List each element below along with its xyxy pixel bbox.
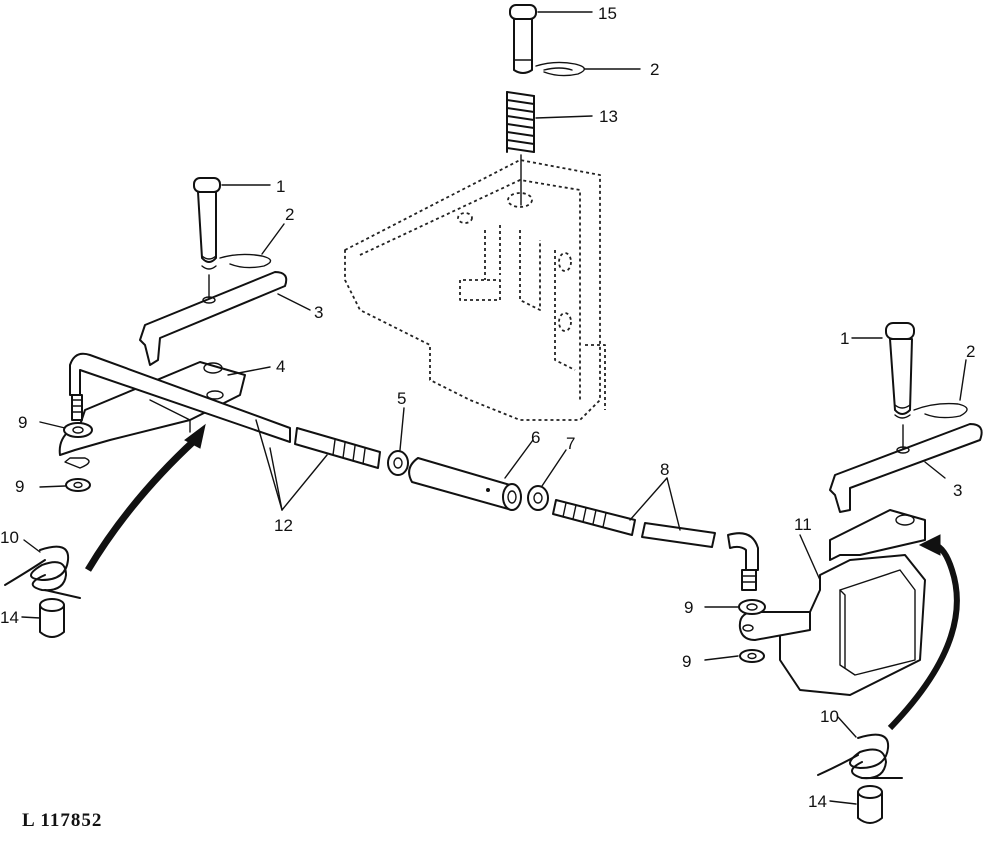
top-pin-assembly	[506, 4, 585, 206]
right-spring-10	[817, 733, 903, 780]
left-spring-10	[4, 545, 81, 599]
right-arrow	[887, 534, 960, 731]
left-rod-12	[69, 352, 291, 443]
callout-10-right: 10	[820, 707, 839, 726]
right-bracket-11	[738, 509, 926, 696]
right-washers-9	[738, 599, 766, 663]
right-rod-8	[552, 499, 759, 591]
right-sleeve-14	[857, 785, 883, 824]
callout-4: 4	[276, 357, 285, 376]
callout-1-right: 1	[840, 329, 849, 348]
callouts: 15 2 13 1 2 3 4 9 9 10 14 12 5 6 7 8 1 2…	[0, 4, 975, 811]
center-rod-12	[294, 427, 381, 469]
callout-6: 6	[531, 428, 540, 447]
callout-9-left-b: 9	[15, 477, 24, 496]
nut-5	[387, 450, 409, 476]
callout-2-right: 2	[966, 342, 975, 361]
callout-7: 7	[566, 434, 575, 453]
callout-9-right-b: 9	[682, 652, 691, 671]
callout-14-right: 14	[808, 792, 827, 811]
coupling-6	[408, 457, 522, 511]
left-arrow	[84, 423, 206, 572]
callout-2-left: 2	[285, 205, 294, 224]
callout-10-left: 10	[0, 528, 19, 547]
callout-3-right: 3	[953, 481, 962, 500]
leader-lines	[21, 11, 967, 805]
left-sleeve-14	[39, 598, 65, 638]
housing-phantom-outline	[344, 159, 606, 421]
callout-9-left-a: 9	[18, 413, 27, 432]
nut-7	[527, 485, 549, 511]
callout-13: 13	[599, 107, 618, 126]
right-pin-assembly	[885, 322, 968, 451]
callout-3-left: 3	[314, 303, 323, 322]
left-washers-9	[63, 422, 93, 492]
callout-9-right-a: 9	[684, 598, 693, 617]
left-pin-assembly	[193, 177, 272, 301]
left-lever-3	[139, 271, 288, 366]
callout-14-left: 14	[0, 608, 19, 627]
callout-8: 8	[660, 460, 669, 479]
callout-15: 15	[598, 4, 617, 23]
figure-reference: L 117852	[22, 810, 102, 831]
callout-2-top: 2	[650, 60, 659, 79]
callout-12: 12	[274, 516, 293, 535]
callout-5: 5	[397, 389, 406, 408]
callout-1-left: 1	[276, 177, 285, 196]
callout-11: 11	[794, 515, 812, 534]
right-lever-3	[829, 423, 983, 513]
